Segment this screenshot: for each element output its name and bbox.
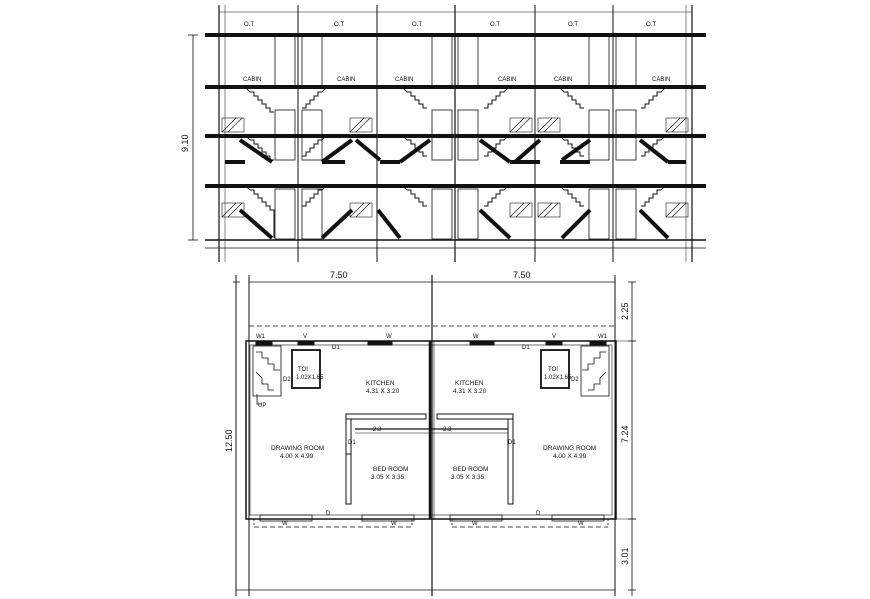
right-d-bottom-label: D — [536, 511, 541, 517]
cabin-label-3: CABIN — [395, 77, 413, 83]
left-d1-top-label: D1 — [332, 345, 340, 351]
left-w-bottom-a-label: W — [282, 521, 288, 527]
floor-plan — [233, 275, 636, 596]
left-v-label: V — [303, 334, 307, 340]
left-toilet-size: 1.02X1.65 — [296, 375, 324, 381]
right-dimension-bottom: 3.01 — [620, 547, 630, 565]
right-drawing-room-label: DRAWING ROOM — [543, 445, 596, 452]
cabin-label-2: CABIN — [337, 77, 355, 83]
left-w-top-label: W — [386, 334, 392, 340]
plan-labels: 7.50 7.50 12.50 2.25 7.24 3.01 W1 V D1 W… — [224, 270, 630, 565]
right-d2-label: D2 — [571, 377, 579, 383]
right-v-label: V — [552, 334, 556, 340]
right-w-top-label: W — [473, 334, 479, 340]
cabin-label-4: CABIN — [498, 77, 516, 83]
left-w-bottom-b-label: W — [391, 521, 397, 527]
left-kitchen-label: KITCHEN — [366, 380, 395, 387]
height-dimension: 9.10 — [180, 134, 190, 152]
right-w-bottom-a-label: W — [472, 521, 478, 527]
left-drawing-room-size: 4.00 X 4.99 — [280, 453, 314, 460]
right-kitchen-size: 4.31 X 3.20 — [453, 388, 487, 395]
left-dimension: 12.50 — [224, 429, 234, 452]
left-bed-room-label: BED ROOM — [373, 466, 408, 473]
left-toilet-label: TOI — [298, 367, 308, 373]
cabin-label-6: CABIN — [652, 77, 670, 83]
left-drawing-room-label: DRAWING ROOM — [271, 445, 324, 452]
ot-label-2: O.T — [334, 22, 344, 28]
ot-label-1: O.T — [244, 22, 254, 28]
ot-label-4: O.T — [490, 22, 500, 28]
left-kitchen-size: 4.31 X 3.20 — [366, 388, 400, 395]
right-d23-label: 2.3 — [443, 427, 452, 433]
cabin-label-1: CABIN — [243, 77, 261, 83]
right-drawing-room-size: 4.00 X 4.99 — [553, 453, 587, 460]
right-w-bottom-b-label: W — [578, 521, 584, 527]
left-d2-label: D2 — [283, 377, 291, 383]
right-kitchen-label: KITCHEN — [455, 380, 484, 387]
left-d23-label: 2.3 — [373, 427, 382, 433]
left-w1-label: W1 — [256, 334, 266, 340]
right-dimension-middle: 7.24 — [620, 425, 630, 443]
ot-label-5: O.T — [568, 22, 578, 28]
ot-label-6: O.T — [646, 22, 656, 28]
right-d1-mid-label: D1 — [508, 440, 516, 446]
ot-label-3: O.T — [412, 22, 422, 28]
top-dimension-left: 7.50 — [330, 270, 348, 280]
right-dimension-top: 2.25 — [620, 302, 630, 320]
top-dimension-right: 7.50 — [513, 270, 531, 280]
left-d-bottom-label: D — [326, 511, 331, 517]
right-toilet-size: 1.02X1.65 — [544, 375, 572, 381]
right-bed-room-size: 3.05 X 3.35 — [451, 474, 485, 481]
cabin-label-5: CABIN — [554, 77, 572, 83]
right-toilet-label: TOI — [548, 367, 558, 373]
right-w1-label: W1 — [598, 334, 608, 340]
elevation-view — [188, 5, 706, 262]
elevation-labels: O.T O.T O.T O.T O.T O.T CABIN CABIN CABI… — [180, 22, 670, 152]
left-up-label: UP — [258, 403, 266, 409]
right-d1-top-label: D1 — [522, 345, 530, 351]
left-bed-room-size: 3.05 X 3.35 — [371, 474, 405, 481]
right-bed-room-label: BED ROOM — [453, 466, 488, 473]
left-d1-mid-label: D1 — [348, 440, 356, 446]
